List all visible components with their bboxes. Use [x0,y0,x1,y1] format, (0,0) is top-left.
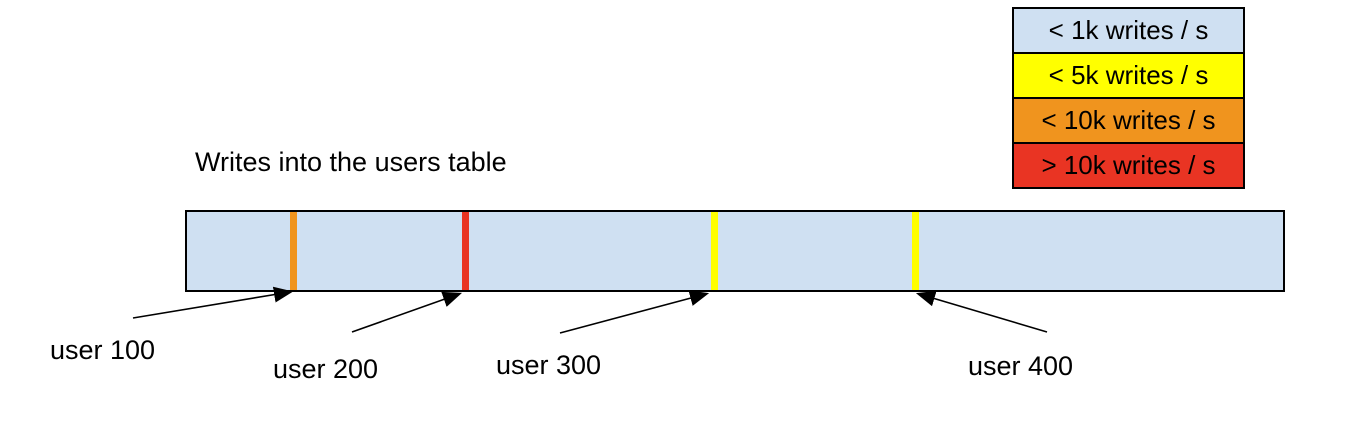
users-table-bar [185,210,1285,292]
bar-marker-user-300 [711,212,718,290]
legend-item-lt-1k: < 1k writes / s [1012,7,1245,54]
legend-item-lt-10k: < 10k writes / s [1012,97,1245,144]
bar-marker-user-200 [462,212,469,290]
legend-item-gt-10k: > 10k writes / s [1012,142,1245,189]
label-user-300: user 300 [496,350,602,380]
arrow-user-200 [351,291,463,333]
legend-item-gt-10k-label: > 10k writes / s [1041,150,1216,180]
bar-marker-user-100 [290,212,297,290]
legend-item-lt-1k-label: < 1k writes / s [1048,15,1209,45]
legend-item-lt-5k: < 5k writes / s [1012,52,1245,99]
label-user-200: user 200 [273,354,379,384]
legend: < 1k writes / s < 5k writes / s < 10k wr… [1012,7,1245,189]
legend-item-lt-5k-label: < 5k writes / s [1048,60,1209,90]
arrow-user-400 [915,290,1048,333]
arrow-user-300 [559,290,710,334]
label-user-400: user 400 [968,351,1074,381]
label-user-100: user 100 [50,335,156,365]
diagram-title: Writes into the users table [195,147,507,177]
arrow-user-100 [132,286,294,319]
bar-marker-user-400 [912,212,919,290]
legend-item-lt-10k-label: < 10k writes / s [1041,105,1216,135]
